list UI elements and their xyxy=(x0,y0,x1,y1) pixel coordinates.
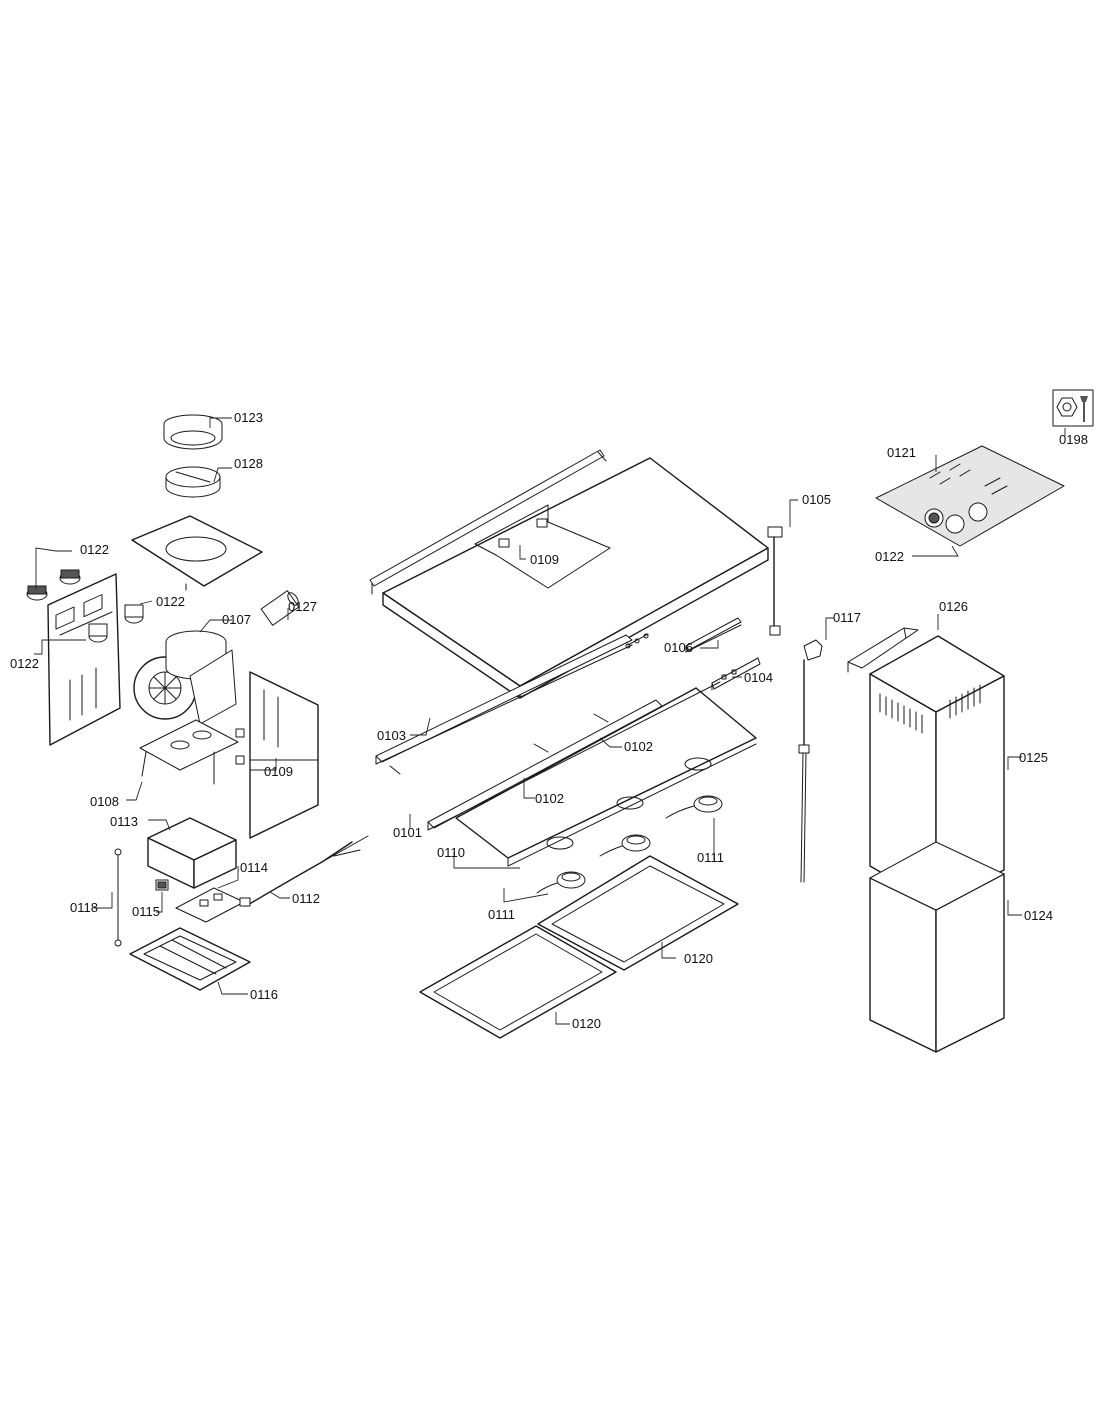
label-0109-top: 0109 xyxy=(530,552,559,567)
label-0125: 0125 xyxy=(1019,750,1048,765)
label-0122-mid: 0122 xyxy=(156,594,185,609)
mounting-grid-plate xyxy=(129,927,251,991)
switch-module xyxy=(155,879,169,891)
label-0102-lower: 0102 xyxy=(535,791,564,806)
label-0118: 0118 xyxy=(70,900,98,915)
label-0124: 0124 xyxy=(1024,908,1053,923)
halogen-light xyxy=(599,834,651,857)
label-0111-left: 0111 xyxy=(488,907,515,922)
label-0128: 0128 xyxy=(234,456,263,471)
label-0105: 0105 xyxy=(802,492,831,507)
label-0110: 0110 xyxy=(437,845,465,860)
label-0122-top: 0122 xyxy=(80,542,109,557)
label-0114: 0114 xyxy=(240,860,268,875)
rear-mounting-rail xyxy=(369,449,607,595)
backdraft-damper xyxy=(165,466,221,498)
blower-bracket xyxy=(139,719,239,785)
label-0121: 0121 xyxy=(887,445,916,460)
label-0115: 0115 xyxy=(132,904,160,919)
label-sticker-rect xyxy=(498,518,548,548)
label-0107: 0107 xyxy=(222,612,251,627)
label-0106: 0106 xyxy=(664,640,693,655)
label-0116: 0116 xyxy=(250,987,278,1002)
capacitor-cylinder xyxy=(124,604,144,624)
label-0120-left: 0120 xyxy=(572,1016,601,1031)
air-outlet-collar xyxy=(163,414,223,450)
label-0109-left: 0109 xyxy=(264,764,293,779)
label-0126: 0126 xyxy=(939,599,968,614)
label-0102-upper: 0102 xyxy=(624,739,653,754)
nut-and-wrench-icon xyxy=(1052,389,1094,427)
cable-gland xyxy=(26,585,48,601)
label-0127: 0127 xyxy=(288,599,317,614)
grease-filter xyxy=(537,855,739,971)
electronics-housing xyxy=(147,817,237,889)
chimney-bracket xyxy=(847,627,919,673)
back-panel-left xyxy=(47,573,121,746)
label-0122: 0122 xyxy=(875,549,904,564)
upper-chimney xyxy=(869,635,1005,905)
control-circuit-board xyxy=(175,887,245,923)
cable-harness xyxy=(239,835,369,907)
light-panel-tray xyxy=(455,681,757,867)
label-0123: 0123 xyxy=(234,410,263,425)
side-panel-right xyxy=(235,671,319,839)
part-labels: 0198 0121 0122 0126 0125 0124 0105 0117 … xyxy=(10,410,1088,1031)
label-0111-right: 0111 xyxy=(697,850,724,865)
label-0103: 0103 xyxy=(377,728,406,743)
label-0101: 0101 xyxy=(393,825,422,840)
grounding-rod xyxy=(114,848,122,947)
control-panel-bracket xyxy=(685,617,742,653)
blower-motor xyxy=(133,630,237,725)
halogen-light xyxy=(536,871,586,894)
label-0112: 0112 xyxy=(292,891,320,906)
front-rail-upper xyxy=(375,634,633,775)
halogen-light xyxy=(665,795,723,819)
label-0198: 0198 xyxy=(1059,432,1088,447)
lower-chimney xyxy=(869,841,1005,1053)
label-0113: 0113 xyxy=(110,814,138,829)
label-0108: 0108 xyxy=(90,794,119,809)
wiring-harness-vertical xyxy=(767,526,783,636)
label-0122-left: 0122 xyxy=(10,656,39,671)
label-0117: 0117 xyxy=(833,610,861,625)
leader-lines xyxy=(34,417,1066,1025)
label-0120-right: 0120 xyxy=(684,951,713,966)
accessory-bag xyxy=(875,445,1065,547)
label-0104: 0104 xyxy=(744,670,773,685)
capacitor-cylinder xyxy=(88,623,108,643)
cable-gland xyxy=(59,569,81,585)
power-cord xyxy=(798,639,823,883)
blower-mounting-plate xyxy=(131,515,263,591)
grease-filter xyxy=(419,925,617,1039)
capacitor-roll xyxy=(260,590,300,626)
